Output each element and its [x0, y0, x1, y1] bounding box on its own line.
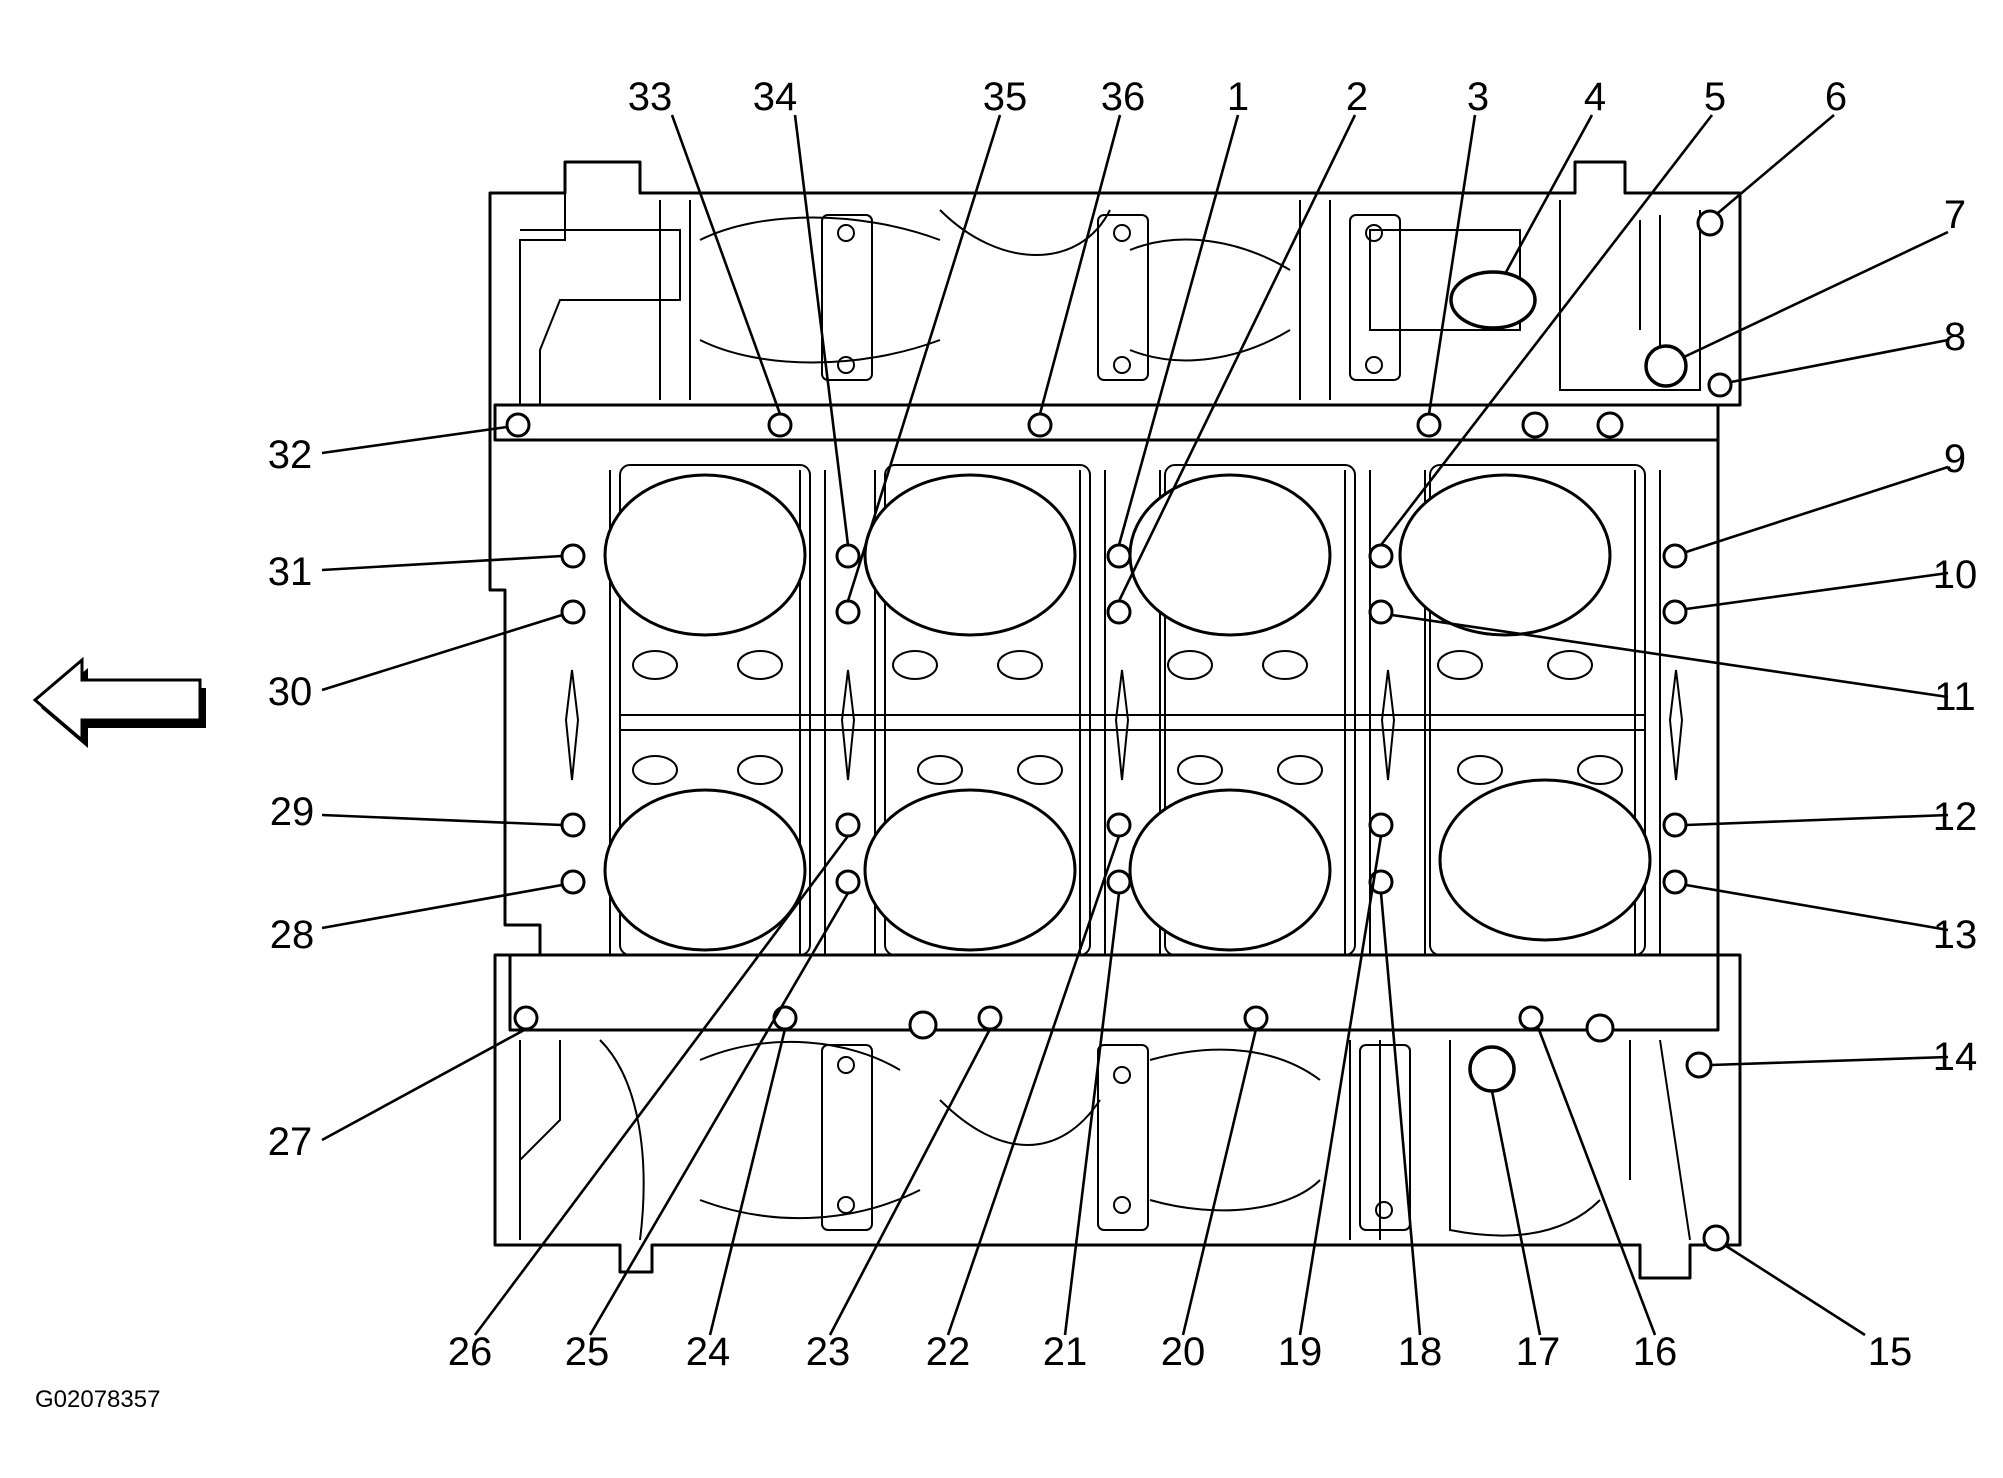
- callout-15: 15: [1868, 1330, 1913, 1374]
- callout-4: 4: [1584, 75, 1606, 119]
- callout-20: 20: [1161, 1330, 1206, 1374]
- bolt-6: [1696, 209, 1724, 237]
- bolt-23: [977, 1005, 1003, 1031]
- bolt-3: [1416, 412, 1442, 438]
- callout-12: 12: [1933, 795, 1978, 839]
- bolt-16: [1518, 1005, 1544, 1031]
- bolt-33: [767, 412, 793, 438]
- bolt-9: [1662, 543, 1688, 569]
- callout-35: 35: [983, 75, 1028, 119]
- bolt-31: [560, 543, 586, 569]
- callout-33: 33: [628, 75, 673, 119]
- figure-id: G02078357: [35, 1386, 160, 1413]
- bolt-36: [1027, 412, 1053, 438]
- callout-18: 18: [1398, 1330, 1443, 1374]
- callout-26: 26: [448, 1330, 493, 1374]
- bolt-markers: [505, 209, 1733, 1252]
- bolt-25: [835, 869, 861, 895]
- bolt-11: [1368, 599, 1394, 625]
- callout-27: 27: [268, 1120, 313, 1164]
- bolt-14: [1685, 1051, 1713, 1079]
- callout-16: 16: [1633, 1330, 1678, 1374]
- bolt-19: [1368, 812, 1394, 838]
- bolt-34: [835, 543, 861, 569]
- callout-2: 2: [1346, 75, 1368, 119]
- callout-11: 11: [1934, 675, 1976, 719]
- callout-3: 3: [1467, 75, 1489, 119]
- bolt-22: [1106, 812, 1132, 838]
- callout-17: 17: [1516, 1330, 1561, 1374]
- callout-14: 14: [1933, 1035, 1978, 1079]
- bolt-8: [1707, 372, 1733, 398]
- callout-10: 10: [1933, 553, 1978, 597]
- callout-13: 13: [1933, 913, 1978, 957]
- callout-29: 29: [270, 790, 315, 834]
- callout-5: 5: [1704, 75, 1726, 119]
- oil-gallery-4: [1449, 270, 1537, 330]
- bolt-29: [560, 812, 586, 838]
- callout-31: 31: [268, 550, 313, 594]
- callout-19: 19: [1278, 1330, 1323, 1374]
- callout-24: 24: [686, 1330, 731, 1374]
- bolt-1: [1106, 543, 1132, 569]
- callout-25: 25: [565, 1330, 610, 1374]
- bolt-10: [1662, 599, 1688, 625]
- bolt-26: [835, 812, 861, 838]
- callout-8: 8: [1944, 315, 1966, 359]
- engine-block: [488, 160, 1742, 1280]
- bolt-13: [1662, 869, 1688, 895]
- bolt-5: [1368, 543, 1394, 569]
- callout-22: 22: [926, 1330, 971, 1374]
- bolt-2: [1106, 599, 1132, 625]
- callout-6: 6: [1825, 75, 1847, 119]
- callout-7: 7: [1944, 193, 1966, 237]
- callout-labels: 1 2 3 4 5 6 7 8 9 10 11 12 13 14 15 16 1…: [268, 75, 1978, 1374]
- bolt-35: [835, 599, 861, 625]
- bolt-12: [1662, 812, 1688, 838]
- callout-28: 28: [270, 913, 315, 957]
- callout-36: 36: [1101, 75, 1146, 119]
- bolt-20: [1243, 1005, 1269, 1031]
- callout-34: 34: [753, 75, 798, 119]
- plug-17: [1468, 1045, 1516, 1093]
- callout-9: 9: [1944, 437, 1966, 481]
- callout-21: 21: [1043, 1330, 1088, 1374]
- left-arrow-icon: [32, 656, 206, 748]
- bolt-27: [513, 1005, 539, 1031]
- bolt-32: [505, 412, 531, 438]
- bolt-15: [1702, 1224, 1730, 1252]
- callout-1: 1: [1227, 75, 1249, 119]
- bolt-21: [1106, 869, 1132, 895]
- callout-23: 23: [806, 1330, 851, 1374]
- leader-lines: [321, 114, 1949, 1337]
- callout-32: 32: [268, 433, 313, 477]
- bolt-28: [560, 869, 586, 895]
- bolt-24: [772, 1005, 798, 1031]
- plug-7: [1644, 344, 1688, 388]
- callout-30: 30: [268, 670, 313, 714]
- bolt-30: [560, 599, 586, 625]
